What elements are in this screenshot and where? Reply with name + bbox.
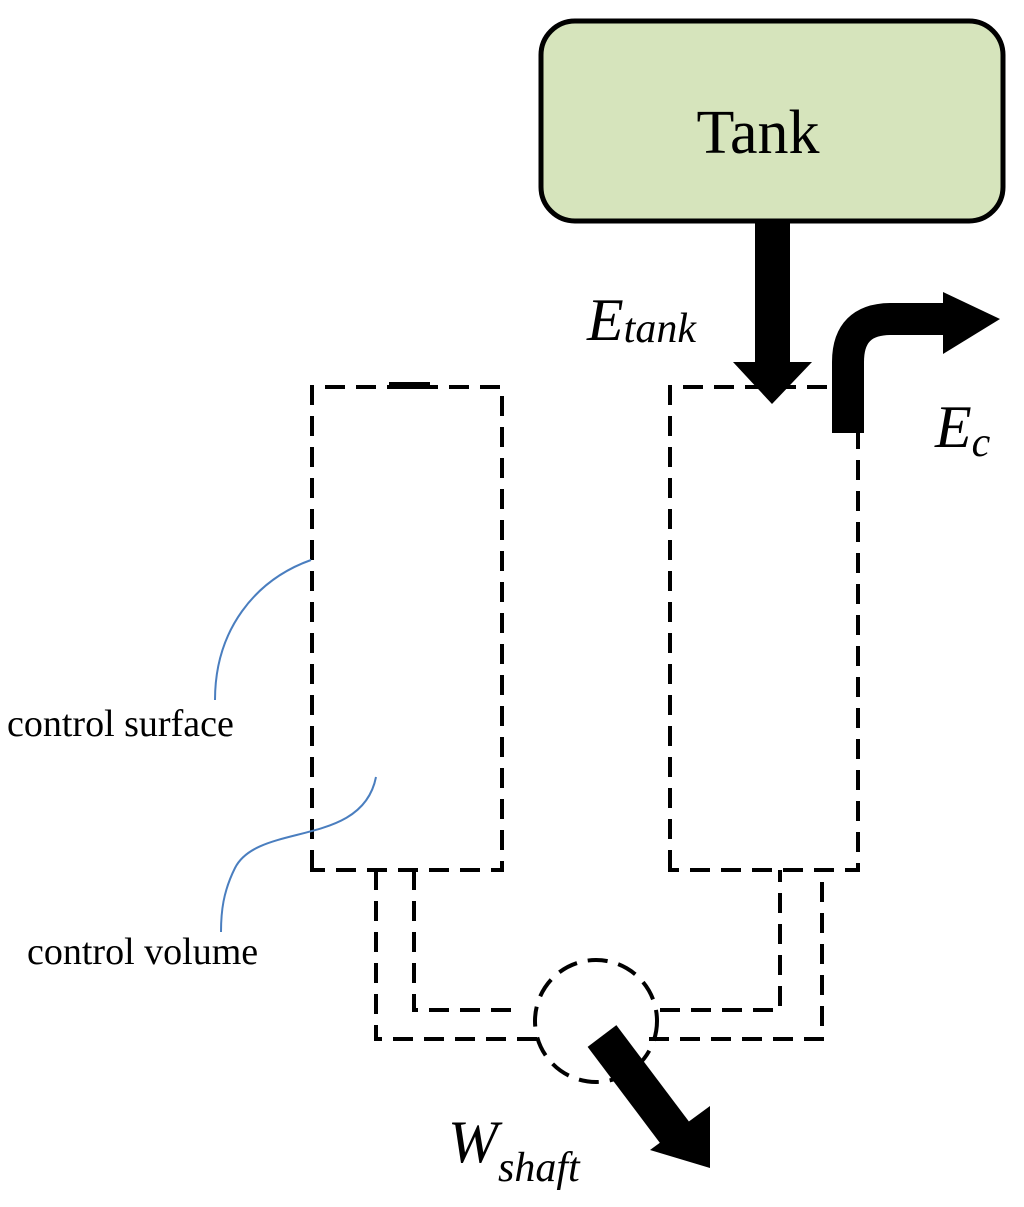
e-tank-arrow xyxy=(733,221,812,404)
control-surface xyxy=(310,385,860,1084)
e-c-subscript: c xyxy=(972,420,991,466)
w-shaft-label: Wshaft xyxy=(448,1109,581,1191)
e-c-arrow-stem xyxy=(832,303,946,433)
e-tank-label: Etank xyxy=(586,287,697,353)
e-tank-subscript: tank xyxy=(624,306,698,352)
e-tank-symbol: E xyxy=(586,287,624,353)
control-surface-leader xyxy=(214,559,312,701)
w-shaft-subscript: shaft xyxy=(498,1145,581,1191)
w-shaft-symbol: W xyxy=(448,1109,503,1175)
control-surface-label: control surface xyxy=(7,703,234,745)
top-mark xyxy=(389,382,430,389)
tank: Tank xyxy=(538,18,1006,224)
tank-label: Tank xyxy=(696,99,819,167)
control-volume-leader xyxy=(220,776,377,933)
w-shaft-arrow xyxy=(587,1025,710,1168)
e-c-label: Ec xyxy=(934,394,991,466)
control-volume-label: control volume xyxy=(27,931,258,973)
e-c-arrow-head xyxy=(943,292,1000,354)
e-c-symbol: E xyxy=(934,394,972,460)
